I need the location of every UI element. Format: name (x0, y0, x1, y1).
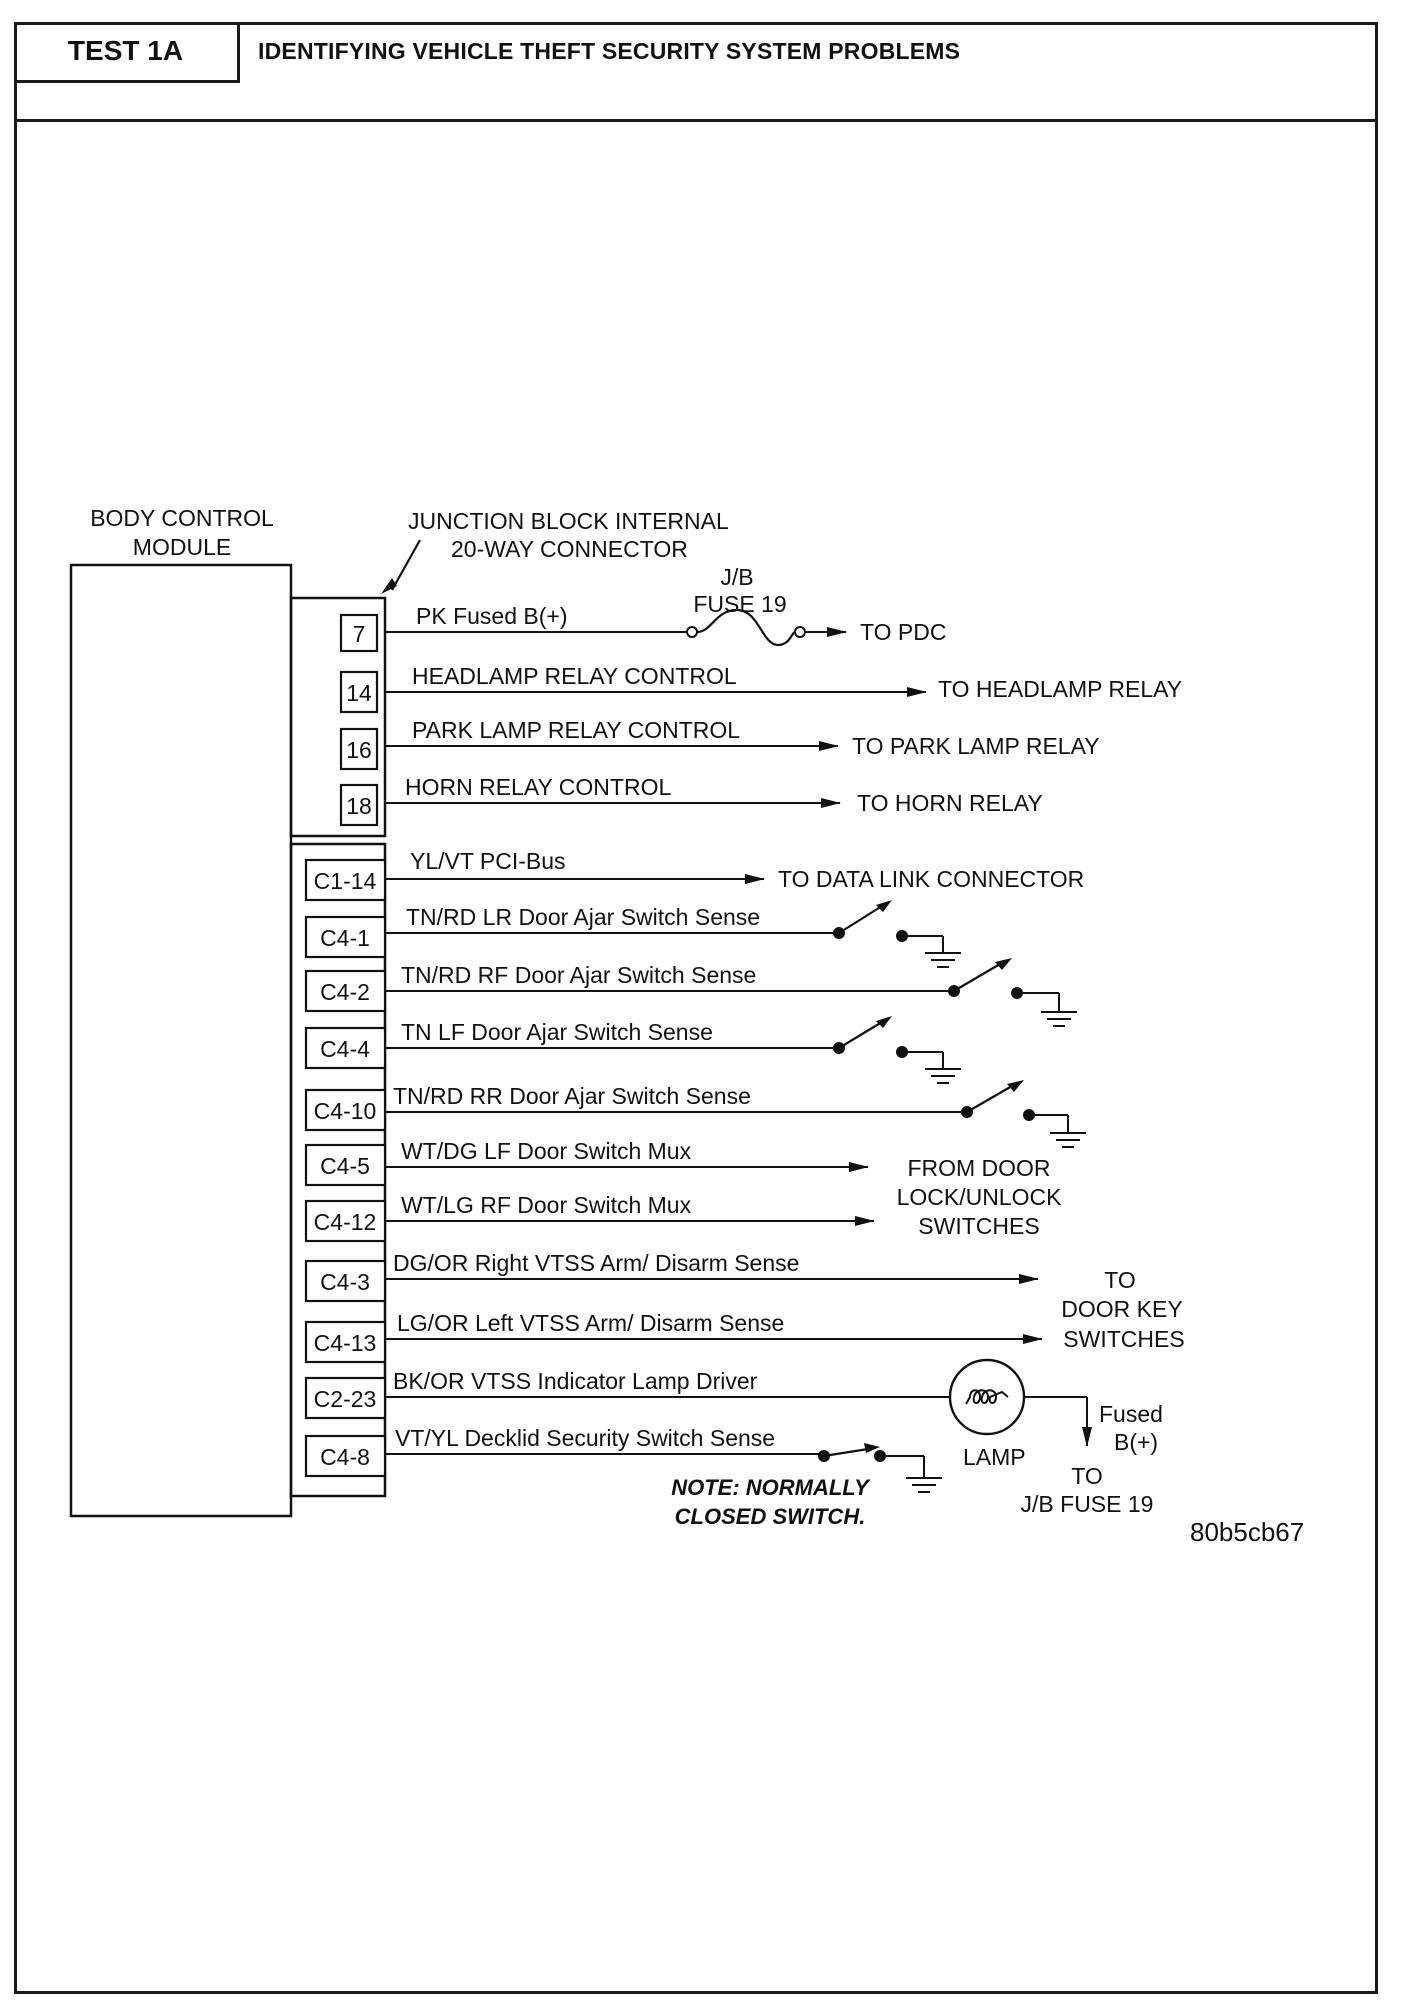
door-ajar-switch-rr (961, 1080, 1086, 1148)
to-fuse-line1: TO (1071, 1463, 1103, 1489)
pin-box-18 (339, 783, 379, 827)
pin-c4-10: C4-10 (314, 1098, 377, 1124)
dest-door-lock-line1: FROM DOOR (907, 1155, 1050, 1181)
fuse-label-line2: FUSE 19 (693, 591, 786, 617)
pin-c4-1: C4-1 (320, 925, 370, 951)
junction-block-connector (289, 596, 387, 838)
pin-box-c4-3 (304, 1259, 387, 1303)
dest-pdc: TO PDC (860, 619, 946, 645)
door-ajar-switch-rf (948, 958, 1077, 1027)
pin-14: 14 (346, 680, 372, 706)
wire-label-c4-13: LG/OR Left VTSS Arm/ Disarm Sense (397, 1310, 784, 1336)
pin-box-c4-8 (304, 1434, 387, 1478)
pin-box-c4-5 (304, 1143, 387, 1187)
door-ajar-switch-lr (833, 900, 961, 968)
pin-box-c4-2 (304, 969, 387, 1013)
header-bar (14, 22, 1378, 122)
junction-leader-arrow (381, 578, 397, 594)
pin-box-14 (339, 670, 379, 714)
wire-label-c1-14: YL/VT PCI-Bus (410, 848, 566, 874)
body-control-module (69, 563, 293, 1518)
dest-door-key-line3: SWITCHES (1063, 1326, 1184, 1352)
dest-door-lock-line3: SWITCHES (918, 1213, 1039, 1239)
pin-16: 16 (346, 737, 372, 763)
pin-box-c4-4 (304, 1026, 387, 1070)
fused-line1: Fused (1099, 1401, 1163, 1427)
pin-c4-2: C4-2 (320, 979, 370, 1005)
wire-label-c4-8: VT/YL Decklid Security Switch Sense (395, 1425, 775, 1451)
pin-7: 7 (353, 621, 366, 647)
wire-label-c4-1: TN/RD LR Door Ajar Switch Sense (406, 904, 760, 930)
test-title: IDENTIFYING VEHICLE THEFT SECURITY SYSTE… (258, 38, 961, 64)
pin-box-16 (339, 727, 379, 771)
wire-label-c4-10: TN/RD RR Door Ajar Switch Sense (393, 1083, 751, 1109)
dest-door-lock-line2: LOCK/UNLOCK (897, 1184, 1063, 1210)
dest-headlamp: TO HEADLAMP RELAY (938, 676, 1182, 702)
pin-box-c4-13 (304, 1320, 387, 1364)
wire-label-c4-2: TN/RD RF Door Ajar Switch Sense (401, 962, 756, 988)
pin-box-7 (339, 613, 379, 653)
fuse-label-line1: J/B (720, 564, 753, 590)
pin-c4-12: C4-12 (314, 1209, 377, 1235)
wire-label-c4-5: WT/DG LF Door Switch Mux (401, 1138, 692, 1164)
pin-c4-8: C4-8 (320, 1444, 370, 1470)
fuse-icon (696, 608, 796, 647)
to-fuse-line2: J/B FUSE 19 (1021, 1491, 1154, 1517)
wire-label-c4-3: DG/OR Right VTSS Arm/ Disarm Sense (393, 1250, 799, 1276)
pin-c4-13: C4-13 (314, 1330, 377, 1356)
lamp-icon (948, 1358, 1026, 1436)
junction-label-line1: JUNCTION BLOCK INTERNAL (408, 508, 729, 534)
wire-label-14: HEADLAMP RELAY CONTROL (412, 663, 737, 689)
test-id: TEST 1A (14, 22, 240, 83)
dest-park: TO PARK LAMP RELAY (852, 733, 1100, 759)
note-line1: NOTE: NORMALLY (671, 1475, 871, 1500)
door-ajar-switch-lf (833, 1016, 961, 1084)
wire-label-16: PARK LAMP RELAY CONTROL (412, 717, 740, 743)
dest-door-key-line1: TO (1104, 1267, 1136, 1293)
fuse-terminal-right (794, 626, 806, 638)
pin-c4-4: C4-4 (320, 1036, 370, 1062)
fuse-terminal-left (686, 626, 698, 638)
pin-c2-23: C2-23 (314, 1386, 377, 1412)
lamp-label: LAMP (963, 1444, 1026, 1470)
module-label-line1: BODY CONTROL (90, 505, 274, 531)
wire-label-c4-12: WT/LG RF Door Switch Mux (401, 1192, 692, 1218)
page-frame (14, 22, 1378, 1994)
module-label-line2: MODULE (133, 534, 231, 560)
fused-line2: B(+) (1114, 1429, 1158, 1455)
dest-door-key-line2: DOOR KEY (1061, 1296, 1182, 1322)
dest-horn: TO HORN RELAY (857, 790, 1043, 816)
pin-box-c4-10 (304, 1088, 387, 1132)
note-line2: CLOSED SWITCH. (675, 1504, 866, 1529)
figure-id: 80b5cb67 (1190, 1517, 1304, 1547)
pin-c1-14: C1-14 (314, 868, 377, 894)
junction-label-line2: 20-WAY CONNECTOR (451, 536, 688, 562)
pin-box-c4-1 (304, 915, 387, 959)
pin-c4-5: C4-5 (320, 1153, 370, 1179)
pin-c4-3: C4-3 (320, 1269, 370, 1295)
wire-label-c2-23: BK/OR VTSS Indicator Lamp Driver (393, 1368, 758, 1394)
dest-dlc: TO DATA LINK CONNECTOR (778, 866, 1084, 892)
wire-label-7: PK Fused B(+) (416, 603, 567, 629)
wire-label-18: HORN RELAY CONTROL (405, 774, 671, 800)
decklid-switch (818, 1443, 942, 1493)
wire-label-c4-4: TN LF Door Ajar Switch Sense (401, 1019, 713, 1045)
junction-leader-line (391, 539, 421, 591)
pin-18: 18 (346, 793, 372, 819)
